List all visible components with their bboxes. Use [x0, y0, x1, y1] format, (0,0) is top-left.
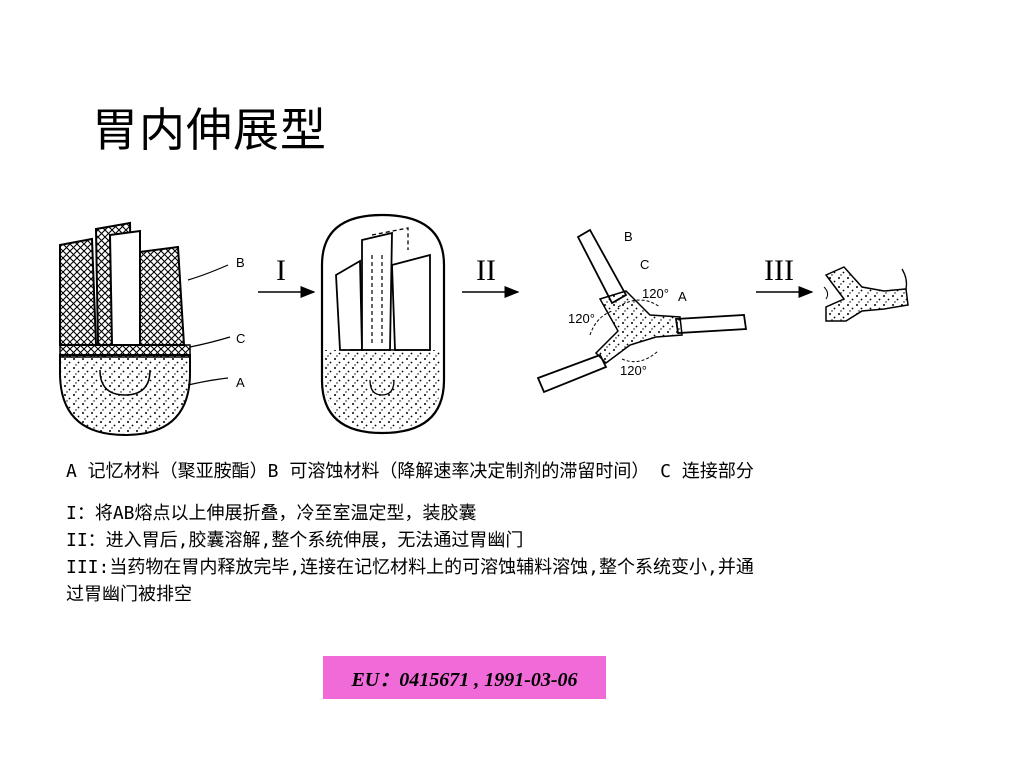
legend-text: A 记忆材料（聚亚胺酯）B 可溶蚀材料（降解速率决定制剂的滞留时间） C 连接部…: [66, 461, 754, 482]
step-descriptions: I：将AB熔点以上伸展折叠，冷至室温定型，装胶囊 II：进入胃后,胶囊溶解,整个…: [66, 500, 946, 608]
label-c-expanded: C: [640, 257, 649, 272]
angle-label-bottom: 120°: [620, 363, 647, 378]
step-description-2: II：进入胃后,胶囊溶解,整个系统伸展，无法通过胃幽门: [66, 530, 524, 551]
expanded-device-figure: B C A 120° 120° 120°: [536, 228, 748, 394]
step-description-3-cont: 过胃幽门被排空: [66, 584, 192, 605]
label-c: C: [236, 331, 245, 346]
step-label-3: III: [764, 254, 794, 287]
folded-device-figure: B C A: [59, 221, 245, 437]
angle-label-left: 120°: [568, 311, 595, 326]
slide-title: 胃内伸展型: [92, 103, 327, 157]
step-description-1: I：将AB熔点以上伸展折叠，冷至室温定型，装胶囊: [66, 503, 477, 524]
step-label-1: I: [276, 254, 286, 287]
step-description-3: III:当药物在胃内释放完毕,连接在记忆材料上的可溶蚀辅料溶蚀,整个系统变小,并…: [66, 557, 754, 578]
mechanism-diagram: B C A I II: [59, 213, 909, 437]
label-b: B: [236, 255, 245, 270]
angle-label-top: 120°: [642, 286, 669, 301]
label-a: A: [236, 375, 245, 390]
capsule-figure: [320, 213, 446, 435]
reduced-device-figure: [823, 266, 909, 322]
patent-reference: EU：0415671 , 1991-03-06: [351, 669, 578, 691]
step-label-2: II: [476, 254, 496, 287]
label-a-expanded: A: [678, 289, 687, 304]
patent-reference-box: EU：0415671 , 1991-03-06: [323, 656, 606, 699]
label-b-expanded: B: [624, 229, 633, 244]
